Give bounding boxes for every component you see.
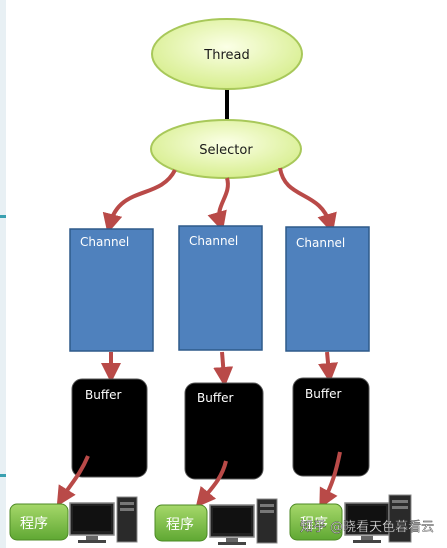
buffer-box-3: Buffer	[292, 377, 370, 477]
channel-label: Channel	[296, 236, 345, 250]
program-node-2: 程序	[154, 498, 278, 545]
thread-label: Thread	[203, 48, 249, 63]
thread-node: Thread	[151, 18, 303, 90]
frame-tick	[0, 215, 6, 218]
selector-label: Selector	[199, 143, 253, 158]
buffer-to-program-arrow-1	[56, 455, 90, 507]
selector-node: Selector	[150, 119, 302, 179]
computer-icon	[69, 496, 138, 543]
buffer-box-1: Buffer	[71, 378, 148, 478]
buffer-label: Buffer	[85, 388, 121, 402]
program-node-1: 程序	[9, 496, 138, 543]
buffer-label: Buffer	[197, 391, 233, 405]
left-frame-edge	[0, 0, 6, 548]
channel-label: Channel	[80, 235, 129, 249]
program-label: 程序	[300, 516, 328, 532]
computer-icon	[344, 494, 412, 543]
buffer-to-program-arrow-2	[195, 460, 228, 508]
program-label: 程序	[20, 516, 48, 532]
channel-box-1: Channel	[69, 228, 154, 352]
buffer-label: Buffer	[305, 387, 341, 401]
computer-icon	[209, 498, 278, 545]
program-node-3: 程序	[289, 494, 412, 543]
channel-to-buffer-arrow-3	[318, 351, 339, 383]
watermark-text: 知乎 @晓看天色暮看云	[300, 519, 434, 535]
channel-to-buffer-arrow-2	[213, 351, 234, 387]
channel-label: Channel	[189, 234, 238, 248]
buffer-box-2: Buffer	[184, 382, 264, 480]
buffer-to-program-arrow-3	[319, 451, 342, 509]
program-label: 程序	[166, 517, 194, 533]
selector-to-channel-arrow-1	[102, 168, 177, 234]
channel-box-3: Channel	[285, 226, 370, 352]
selector-to-channel-arrow-2	[207, 177, 230, 232]
channel-box-2: Channel	[178, 225, 263, 351]
frame-tick	[0, 474, 6, 477]
selector-to-channel-arrow-3	[278, 167, 337, 234]
